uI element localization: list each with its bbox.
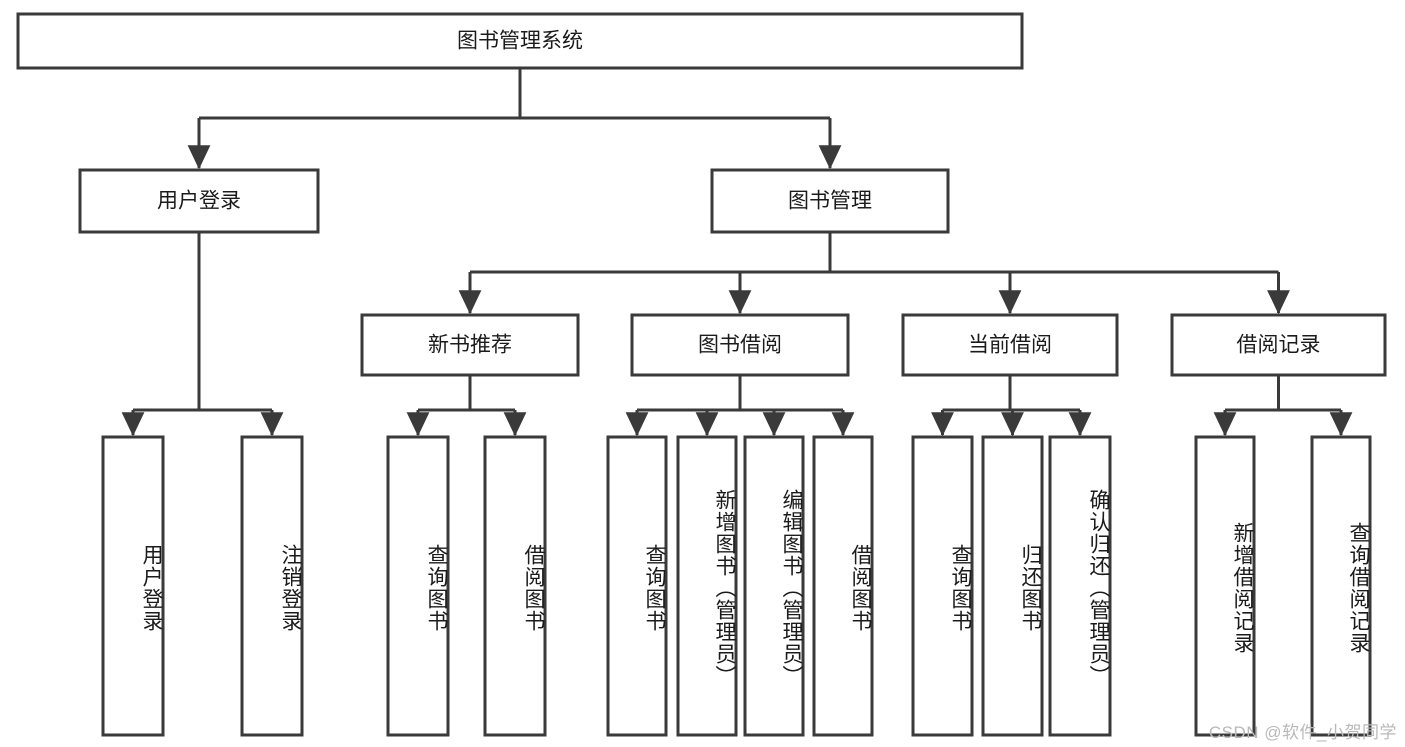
node-box-lf03[interactable] <box>386 435 450 737</box>
node-box-l1b[interactable] <box>710 168 950 234</box>
node-box-lf09[interactable] <box>911 435 974 737</box>
node-label-l2b: 图书借阅 <box>698 334 782 357</box>
node-box-l2a[interactable] <box>360 313 580 377</box>
node-label-l2c: 当前借阅 <box>968 334 1052 357</box>
node-box-root[interactable] <box>16 12 1024 70</box>
node-label-l1b: 图书管理 <box>788 190 872 213</box>
watermark: CSDN @软件_小贺同学 <box>1208 723 1397 742</box>
edges-layer <box>121 68 1353 437</box>
node-box-lf13[interactable] <box>1310 435 1372 737</box>
node-label-l2a: 新书推荐 <box>428 334 512 357</box>
node-box-lf06[interactable] <box>676 435 738 737</box>
node-label-l1a: 用户登录 <box>157 190 241 213</box>
node-label-l2d: 借阅记录 <box>1237 334 1321 357</box>
node-box-lf04[interactable] <box>483 435 547 737</box>
node-box-lf01[interactable] <box>101 435 165 737</box>
node-box-lf05[interactable] <box>606 435 668 737</box>
node-box-lf08[interactable] <box>812 435 874 737</box>
node-box-l2d[interactable] <box>1170 313 1387 377</box>
node-box-lf07[interactable] <box>743 435 805 737</box>
node-box-lf11[interactable] <box>1048 435 1112 737</box>
node-label-root: 图书管理系统 <box>457 30 583 53</box>
node-box-lf12[interactable] <box>1194 435 1256 737</box>
node-box-l2c[interactable] <box>901 313 1119 377</box>
node-box-l1a[interactable] <box>78 168 320 234</box>
node-box-l2b[interactable] <box>630 313 850 377</box>
node-box-lf02[interactable] <box>240 435 304 737</box>
node-box-lf10[interactable] <box>981 435 1044 737</box>
